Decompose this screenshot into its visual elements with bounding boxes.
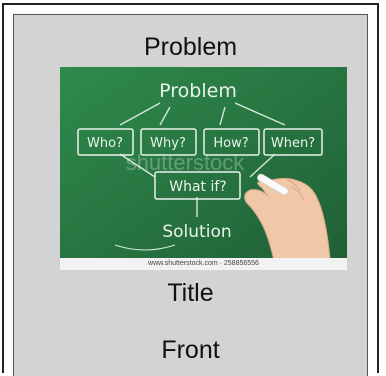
chalk-box-how <box>203 128 260 156</box>
chalk-label-why: Why? <box>150 136 186 151</box>
chalk-label-when: When? <box>271 136 315 151</box>
chalk-box-what-if <box>154 171 241 200</box>
flashcard-frame: Problem <box>2 3 379 376</box>
chalk-word-problem: Problem <box>159 80 237 102</box>
chalkboard-image: Problem Who? Why? How? When? What if? So… <box>60 67 347 270</box>
chalk-box-when <box>263 128 323 156</box>
chalk-box-why <box>140 128 197 156</box>
chalk-label-who: Who? <box>87 136 123 151</box>
chalk-label-what-if: What if? <box>169 179 226 195</box>
card-side-label: Front <box>161 336 220 364</box>
hand-with-chalk-icon <box>244 173 332 270</box>
image-credit: www.shutterstock.com · 258856556 <box>60 258 347 270</box>
chalk-label-how: How? <box>213 136 248 151</box>
flashcard-panel: Problem <box>13 14 368 376</box>
card-heading: Problem <box>143 33 238 61</box>
chalk-word-solution: Solution <box>162 222 231 242</box>
watermark-text: shutterstock <box>126 150 246 175</box>
card-title-label: Title <box>167 279 214 307</box>
chalkboard-drawing: Problem Who? Why? How? When? What if? So… <box>60 67 347 270</box>
chalk-box-who <box>77 128 134 156</box>
